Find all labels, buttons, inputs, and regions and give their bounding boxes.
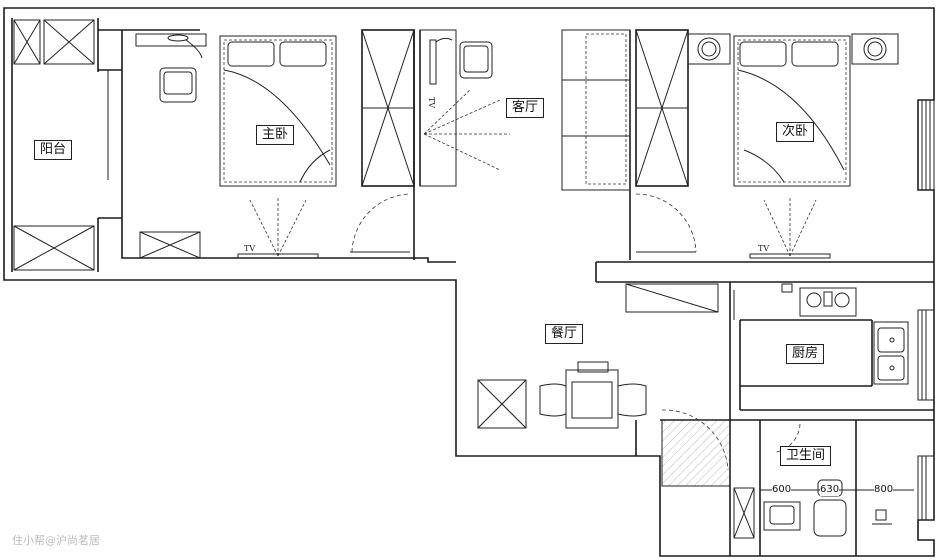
living-room-furniture [419, 29, 697, 253]
room-label-living-room: 客厅 [506, 98, 545, 118]
balcony-furniture [13, 19, 95, 271]
dimension-label-600: 600 [772, 484, 792, 496]
room-label-master-bedroom: 主卧 [256, 125, 295, 145]
tv-label-living-room: TV [427, 96, 437, 109]
dimension-label-800: 800 [874, 484, 894, 496]
second-bedroom-furniture [687, 33, 899, 259]
tv-label-second-bedroom: TV [758, 244, 770, 253]
room-label-kitchen: 厨房 [786, 344, 825, 364]
dimension-label-630: 630 [820, 484, 840, 496]
room-label-dining-room: 餐厅 [545, 324, 584, 344]
windows [917, 99, 935, 521]
tv-label-master-bedroom: TV [244, 244, 256, 253]
kitchen-furniture [625, 283, 909, 385]
interior-walls [361, 29, 934, 556]
room-label-bathroom: 卫生间 [780, 446, 832, 466]
room-label-second-bedroom: 次卧 [776, 122, 815, 142]
bathroom-furniture [661, 419, 914, 539]
master-bedroom-furniture [135, 29, 415, 259]
watermark: 住小帮@沪尚茗居 [12, 534, 100, 547]
room-label-balcony: 阳台 [34, 140, 73, 160]
dining-furniture [477, 361, 729, 471]
